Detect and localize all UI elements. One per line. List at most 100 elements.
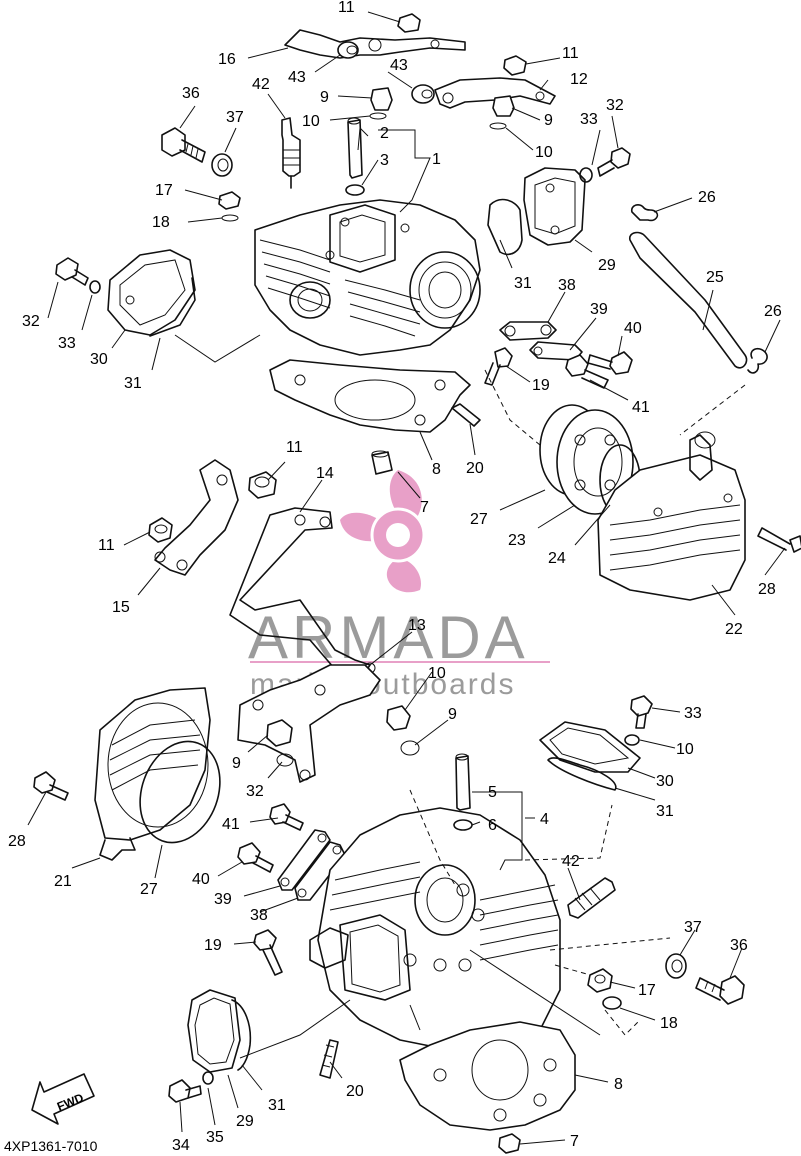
spark-plug-42-bottom [567, 877, 616, 919]
stud-bolt-5 [455, 753, 471, 811]
plate-39-bottom [277, 829, 331, 891]
callout-9: 9 [232, 755, 241, 772]
cylinder-gasket-8-top [269, 359, 471, 433]
callout-39: 39 [214, 891, 232, 908]
callout-30: 30 [90, 351, 108, 368]
callout-24: 24 [548, 550, 566, 567]
callout-26: 26 [764, 303, 782, 320]
callout-15: 15 [112, 599, 130, 616]
nut-9-mid [266, 705, 420, 767]
callout-18: 18 [660, 1015, 678, 1032]
callout-8: 8 [432, 461, 441, 478]
callout-21: 21 [54, 873, 72, 890]
breather-hose-25 [629, 231, 748, 369]
callout-18: 18 [152, 214, 170, 231]
nut-11-top [397, 13, 421, 33]
washer-18-bottom [602, 996, 622, 1010]
callout-11: 11 [338, 0, 355, 16]
callout-32: 33 [684, 705, 702, 722]
callout-43: 43 [288, 69, 306, 86]
callout-28: 28 [758, 581, 776, 598]
nut-17-bottom [587, 968, 613, 993]
bolt-32-bottom [630, 695, 653, 729]
dowel-7-top [371, 450, 393, 475]
callout-38: 38 [250, 907, 268, 924]
bolt-19-bottom [253, 929, 283, 976]
o-ring-27-bottom [139, 740, 221, 844]
callout-16: 16 [218, 51, 236, 68]
clamp-26-top [630, 203, 659, 222]
cylinder-head-1-bottom [309, 807, 561, 1051]
leader-lines [27, 11, 786, 1145]
bolt-36-bottom [695, 975, 745, 1005]
callout-30: 30 [656, 773, 674, 790]
stud-bolt-2 [347, 117, 363, 179]
callout-31: 31 [124, 375, 142, 392]
washer-33-bottom [624, 734, 640, 746]
callout-12: 12 [570, 71, 588, 88]
assembly-dashed-lines [174, 334, 746, 1059]
callout-1: 1 [432, 151, 441, 168]
watermark-brand: ARMADA [248, 604, 529, 671]
gasket-37-bottom [665, 953, 687, 979]
callout-25: 25 [706, 269, 724, 286]
callout-23: 23 [508, 532, 526, 549]
callout-31: 31 [514, 275, 532, 292]
fwd-arrow-icon: FWD [31, 1073, 95, 1125]
cover-29-bottom [187, 989, 241, 1073]
plate-38-top [499, 321, 557, 341]
callout-20: 20 [466, 460, 484, 477]
callout-19: 19 [532, 377, 550, 394]
callout-11: 11 [562, 45, 579, 62]
callout-36: 36 [182, 85, 200, 102]
callout-9: 10 [428, 665, 446, 682]
callout-7: 7 [570, 1133, 579, 1150]
bolt-19-top [484, 347, 513, 386]
callout-36: 36 [730, 937, 748, 954]
bolt-32-left [55, 257, 101, 294]
callout-7: 7 [420, 499, 429, 516]
callout-37: 37 [226, 109, 244, 126]
dowel-7-bottom [498, 1133, 521, 1154]
cylinder-22 [597, 431, 746, 601]
bolt-36 [161, 127, 206, 163]
bolt-32-top [579, 147, 631, 183]
callout-10: 10 [302, 113, 320, 130]
callout-31: 31 [268, 1097, 286, 1114]
callout-42: 42 [252, 76, 270, 93]
callout-2: 2 [380, 125, 389, 142]
callout-40: 40 [192, 871, 210, 888]
bolt-40-top [587, 351, 633, 375]
callout-41: 41 [222, 816, 240, 833]
callout-29: 29 [598, 257, 616, 274]
callout-28: 28 [8, 833, 26, 850]
callout-10: 9 [448, 706, 457, 723]
callout-10: 32 [246, 783, 264, 800]
o-ring-3 [345, 184, 365, 196]
washer-35 [202, 1071, 214, 1085]
plate-39-top [529, 341, 583, 361]
cover-29-top [523, 167, 586, 246]
callout-41: 41 [632, 399, 650, 416]
callout-9: 9 [544, 112, 553, 129]
bolt-28-left [33, 771, 69, 801]
callout-13: 13 [408, 617, 426, 634]
callout-22: 22 [725, 621, 743, 638]
collar-43 [337, 41, 435, 104]
clamp-26-right [747, 347, 768, 374]
stud-20-top [451, 403, 481, 427]
callout-31: 31 [656, 803, 674, 820]
callout-20: 20 [346, 1083, 364, 1100]
bracket-15 [154, 459, 239, 576]
stud-20-bottom [319, 1039, 339, 1079]
callout-42: 42 [562, 853, 580, 870]
nut-11-right [503, 55, 527, 76]
callout-43: 43 [390, 57, 408, 74]
watermark: ARMADA marine outboards [248, 470, 550, 701]
callout-8: 8 [614, 1076, 623, 1093]
gasket-37 [211, 153, 233, 177]
propeller-logo-icon [340, 470, 426, 593]
callout-11: 11 [286, 439, 303, 456]
cylinder-gasket-8-bottom [399, 1021, 576, 1131]
